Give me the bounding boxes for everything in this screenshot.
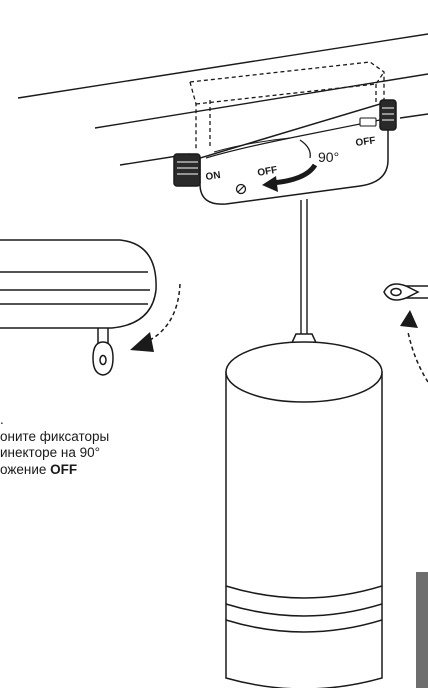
instruction-line-3-text: ожение — [0, 461, 51, 477]
instruction-line-2: инекторе на 90° — [0, 445, 100, 460]
latch-detail-right — [383, 283, 428, 383]
right-latch — [379, 99, 397, 131]
rotation-degree-label: 90° — [318, 149, 339, 165]
track-rail — [17, 33, 428, 166]
off-label-right: OFF — [355, 135, 376, 149]
latch-arrow-left-icon — [130, 332, 154, 352]
latch-detail-left — [0, 239, 181, 376]
left-latch — [173, 153, 201, 187]
latch-arrow-right-icon — [400, 310, 418, 328]
instruction-text: . оните фиксаторы инекторе на 90° ожение… — [0, 412, 200, 478]
rotation-arrow-icon — [262, 139, 318, 192]
pendant-lamp-body — [225, 341, 383, 688]
instruction-step-marker: . — [0, 412, 4, 427]
track-connector — [173, 99, 397, 205]
side-tab — [416, 572, 428, 688]
instruction-off-bold: OFF — [50, 461, 78, 477]
instruction-line-3: ожение OFF — [0, 462, 200, 479]
on-label: ON — [205, 170, 221, 183]
pendant-cord — [300, 199, 308, 335]
off-label-left: OFF — [257, 165, 279, 179]
instruction-line-1: оните фиксаторы — [0, 428, 110, 444]
